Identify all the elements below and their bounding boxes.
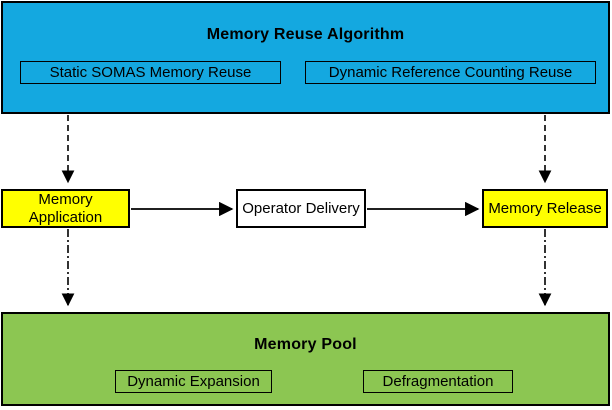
memory-pool-box: Memory Pool Dynamic Expansion Defragment… — [1, 312, 610, 406]
static-somas-memory-reuse-label: Static SOMAS Memory Reuse — [49, 64, 252, 81]
dynamic-reference-counting-reuse-label: Dynamic Reference Counting Reuse — [328, 64, 573, 81]
memory-reuse-algorithm-box: Memory Reuse Algorithm Static SOMAS Memo… — [1, 1, 610, 114]
operator-delivery-box: Operator Delivery — [236, 189, 366, 228]
memory-release-label: Memory Release — [488, 199, 602, 217]
defragmentation-label: Defragmentation — [382, 373, 494, 390]
memory-reuse-algorithm-title: Memory Reuse Algorithm — [206, 26, 405, 43]
operator-delivery-label: Operator Delivery — [242, 199, 360, 217]
defragmentation-box: Defragmentation — [363, 370, 513, 393]
memory-application-label: Memory Application — [28, 190, 103, 226]
static-somas-memory-reuse-box: Static SOMAS Memory Reuse — [20, 61, 281, 84]
dynamic-reference-counting-reuse-box: Dynamic Reference Counting Reuse — [305, 61, 596, 84]
dynamic-expansion-label: Dynamic Expansion — [127, 373, 260, 390]
memory-release-box: Memory Release — [482, 189, 608, 228]
memory-pool-title: Memory Pool — [254, 336, 357, 353]
memory-application-box: Memory Application — [1, 189, 130, 228]
dynamic-expansion-box: Dynamic Expansion — [115, 370, 272, 393]
